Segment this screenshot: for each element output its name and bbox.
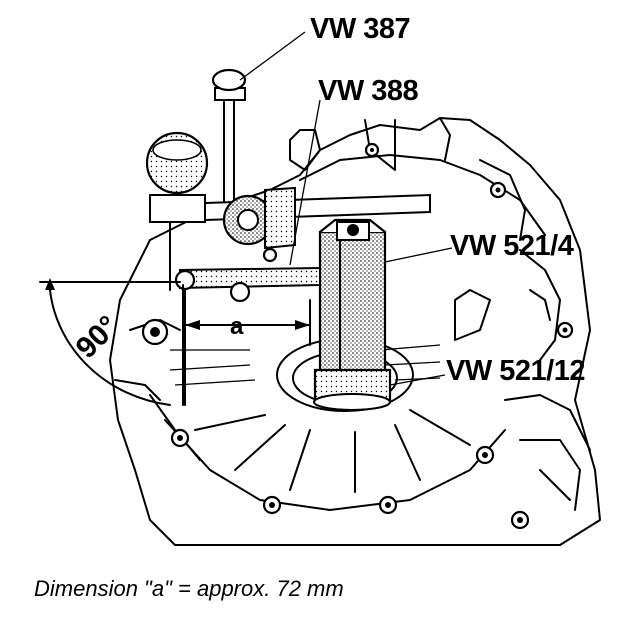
dimension-a-label: a [230,313,244,340]
vw387-tool [145,68,431,250]
leader-lines [239,31,453,386]
vw521-12-tool [313,368,392,411]
callout-vw521-12: VW 521/12 [446,355,585,387]
figure-caption: Dimension "a" = approx. 72 mm [34,576,344,601]
gearbox-housing [109,117,601,546]
callout-vw387: VW 387 [310,13,410,45]
callout-vw388: VW 388 [318,75,419,107]
dimension-a: a [184,299,311,346]
vw388-tool [169,217,321,406]
callout-vw521-4: VW 521/4 [450,230,574,262]
vw521-4-tool [318,218,387,387]
